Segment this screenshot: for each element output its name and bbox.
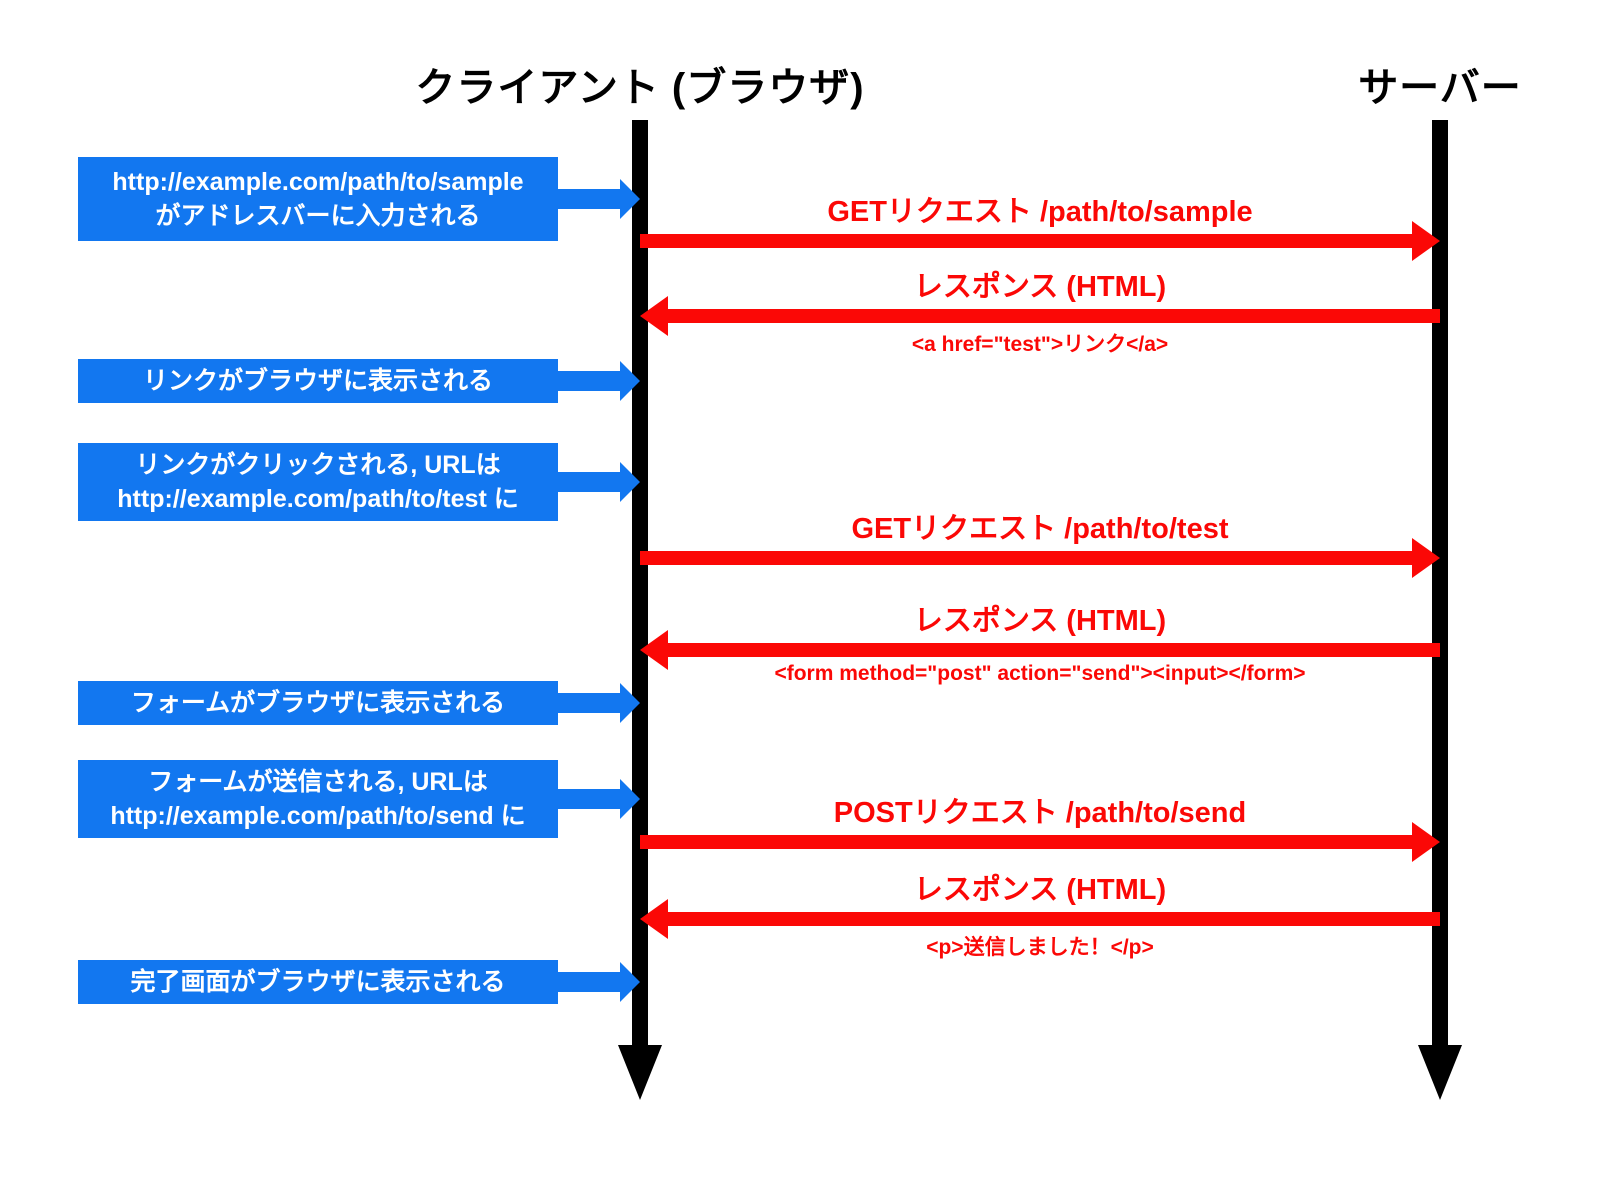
message-arrow-head-icon <box>1412 221 1440 261</box>
message-arrow-head-icon <box>640 296 668 336</box>
message-label: レスポンス (HTML) <box>913 874 1167 906</box>
message-arrow-head-icon <box>640 630 668 670</box>
client-step-box: リンクがブラウザに表示される <box>78 359 558 403</box>
step-label-line: がアドレスバーに入力される <box>155 202 481 230</box>
message-arrow-bar <box>640 234 1416 248</box>
step-arrow-right-head-icon <box>620 683 640 723</box>
http-message: レスポンス (HTML) <a href="test">リンク</a> <box>640 271 1440 356</box>
step-label-line: 完了画面がブラウザに表示される <box>130 968 506 996</box>
http-message: レスポンス (HTML) <form method="post" action=… <box>640 605 1440 685</box>
step-arrow-right-head-icon <box>620 462 640 502</box>
message-arrow-head-icon <box>640 899 668 939</box>
message-label: GETリクエスト /path/to/test <box>851 513 1229 545</box>
client-step-box: 完了画面がブラウザに表示される <box>78 960 558 1004</box>
step-arrow-right <box>558 189 620 209</box>
message-label: POSTリクエスト /path/to/send <box>833 797 1247 829</box>
message-arrow-bar <box>640 835 1416 849</box>
step-label-line: リンクがクリックされる, URLは <box>135 451 501 479</box>
message-sublabel: <form method="post" action="send"><input… <box>774 662 1306 685</box>
server-title: サーバー <box>1358 66 1522 110</box>
http-message: GETリクエスト /path/to/sample <box>640 196 1440 261</box>
step-arrow-right-head-icon <box>620 361 640 401</box>
server-lifeline <box>1418 120 1462 1100</box>
client-step: 完了画面がブラウザに表示される <box>78 960 640 1004</box>
step-arrow-right-head-icon <box>620 962 640 1002</box>
message-arrow-bar <box>664 643 1440 657</box>
client-step-box: リンクがクリックされる, URLは http://example.com/path… <box>78 443 558 521</box>
client-step: リンクがブラウザに表示される <box>78 359 640 403</box>
message-arrow-bar <box>640 551 1416 565</box>
message-sublabel: <p>送信しました！</p> <box>926 936 1154 959</box>
client-step-box: http://example.com/path/to/sample がアドレスバー… <box>78 157 558 241</box>
step-arrow-right-head-icon <box>620 779 640 819</box>
message-arrow-bar <box>664 912 1440 926</box>
step-label-line: http://example.com/path/to/send に <box>110 802 526 830</box>
step-arrow-right-head-icon <box>620 179 640 219</box>
client-step: フォームがブラウザに表示される <box>78 681 640 725</box>
message-label: レスポンス (HTML) <box>913 605 1167 637</box>
message-label: レスポンス (HTML) <box>913 271 1167 303</box>
step-label-line: http://example.com/path/to/sample <box>112 168 524 196</box>
message-arrow-head-icon <box>1412 822 1440 862</box>
client-step-box: フォームが送信される, URLは http://example.com/path/… <box>78 760 558 838</box>
http-message: レスポンス (HTML) <p>送信しました！</p> <box>640 874 1440 959</box>
step-label-line: http://example.com/path/to/test に <box>117 485 519 513</box>
step-arrow-right <box>558 789 620 809</box>
message-label: GETリクエスト /path/to/sample <box>827 196 1253 228</box>
step-label-line: リンクがブラウザに表示される <box>142 367 493 395</box>
step-label-line: フォームがブラウザに表示される <box>130 689 506 717</box>
http-message: POSTリクエスト /path/to/send <box>640 797 1440 862</box>
http-message: GETリクエスト /path/to/test <box>640 513 1440 578</box>
lifeline-arrow-down-icon <box>618 1045 662 1100</box>
client-title: クライアント (ブラウザ) <box>415 66 865 110</box>
message-arrow-bar <box>664 309 1440 323</box>
client-step-box: フォームがブラウザに表示される <box>78 681 558 725</box>
message-arrow-head-icon <box>1412 538 1440 578</box>
step-arrow-right <box>558 972 620 992</box>
client-step: フォームが送信される, URLは http://example.com/path/… <box>78 760 640 838</box>
client-step: http://example.com/path/to/sample がアドレスバー… <box>78 157 640 241</box>
message-sublabel: <a href="test">リンク</a> <box>911 333 1169 356</box>
step-label-line: フォームが送信される, URLは <box>148 768 488 796</box>
step-arrow-right <box>558 472 620 492</box>
step-arrow-right <box>558 371 620 391</box>
step-arrow-right <box>558 693 620 713</box>
lifeline-arrow-down-icon <box>1418 1045 1462 1100</box>
client-step: リンクがクリックされる, URLは http://example.com/path… <box>78 443 640 521</box>
